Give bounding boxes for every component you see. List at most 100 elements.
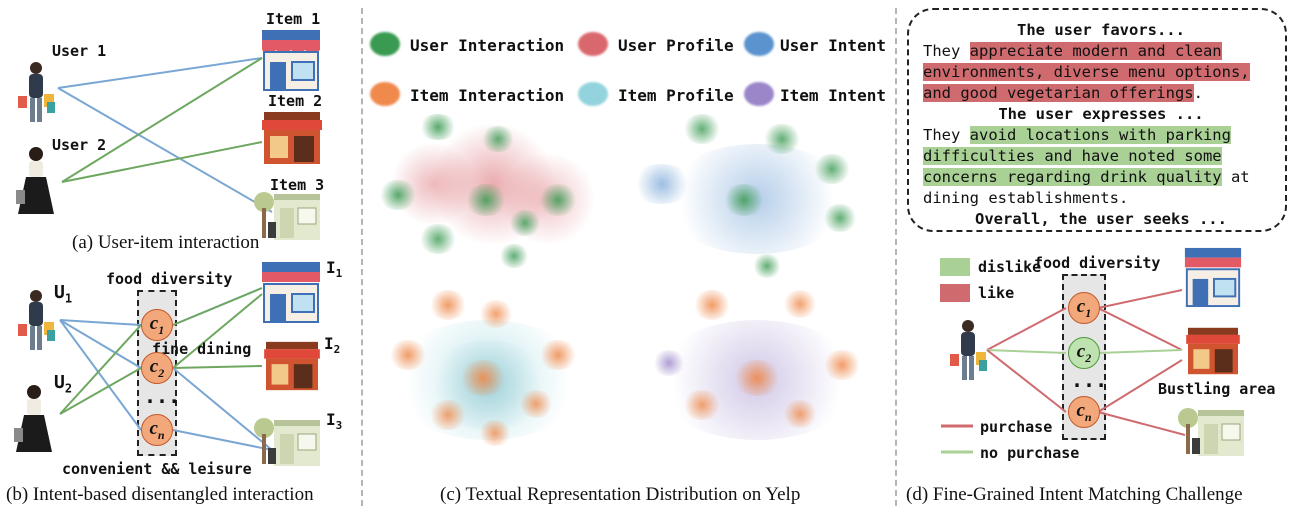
bubble-favors-text: They appreciate modern and clean environ… bbox=[923, 41, 1279, 104]
bakery-store-icon-b bbox=[264, 341, 320, 391]
edge-c2-bakery bbox=[1097, 349, 1183, 354]
intent-node-c2-b: c2 bbox=[141, 352, 173, 384]
i2-sub: 2 bbox=[333, 343, 341, 357]
edge-cn-bakery bbox=[1097, 359, 1183, 413]
density-item-interaction-profile bbox=[368, 290, 618, 462]
node-sub: n bbox=[157, 427, 165, 442]
edge-c1-i2 bbox=[172, 287, 263, 326]
panel-b-edges bbox=[59, 287, 273, 451]
u2-sub: 2 bbox=[64, 381, 73, 396]
legend-label-like: like bbox=[978, 284, 1015, 302]
node-letter: c bbox=[149, 418, 158, 439]
bubble-heading-favors: The user favors... bbox=[1017, 21, 1185, 39]
edge-user1-item3 bbox=[57, 87, 273, 213]
bubble-expresses-line3: concerns regarding drink quality bbox=[923, 168, 1222, 186]
node-letter: c bbox=[1076, 296, 1086, 317]
node-sub: 1 bbox=[1085, 305, 1092, 320]
intent-node-c1-b: c1 bbox=[141, 309, 173, 341]
node-sub: 2 bbox=[158, 365, 165, 380]
i2-label: I2 bbox=[324, 334, 340, 356]
caption-a: (a) User-item interaction bbox=[72, 232, 260, 253]
intent-node-cn-b: cn bbox=[141, 414, 173, 446]
node-letter: c bbox=[1076, 341, 1086, 362]
node-letter: c bbox=[149, 356, 159, 377]
restaurant-store-icon-b bbox=[262, 262, 320, 323]
green-shop-icon bbox=[254, 192, 320, 240]
legend-label-user-profile: User Profile bbox=[618, 36, 734, 55]
i1-label: I1 bbox=[326, 258, 342, 280]
edge-u1-c2 bbox=[59, 319, 142, 369]
edge-user-c2 bbox=[986, 349, 1067, 354]
panel-d-edges bbox=[941, 289, 1186, 454]
i1-sub: 1 bbox=[335, 267, 343, 281]
legend-label-item-interaction: Item Interaction bbox=[410, 86, 565, 105]
preference-bubble: The user favors... They appreciate moder… bbox=[907, 8, 1287, 232]
bubble-favors-line3: and good vegetarian offerings bbox=[923, 84, 1194, 102]
panel-a-edges bbox=[57, 57, 273, 213]
woman-shopper-icon-b bbox=[14, 385, 52, 452]
i3-letter: I bbox=[326, 410, 336, 429]
item3-label: Item 3 bbox=[270, 176, 325, 194]
item1-label: Item 1 bbox=[266, 10, 321, 28]
edge-user-cn bbox=[986, 349, 1067, 413]
i2-letter: I bbox=[324, 334, 334, 353]
edge-u1-c1 bbox=[59, 319, 142, 326]
legend-dot-user-intent bbox=[744, 32, 774, 56]
legend-label-user-intent: User Intent bbox=[780, 36, 886, 55]
edge-cn-shop bbox=[1097, 411, 1186, 436]
u1-letter: U bbox=[54, 282, 65, 303]
u1-sub: 1 bbox=[64, 291, 73, 306]
green-shop-icon-b bbox=[254, 418, 320, 466]
i3-sub: 3 bbox=[335, 419, 343, 433]
caption-c: (c) Textual Representation Distribution … bbox=[440, 484, 801, 505]
edge-cn-i3 bbox=[172, 429, 273, 451]
edge-c2-i2 bbox=[172, 365, 263, 369]
bustling-area-label: Bustling area bbox=[1158, 380, 1276, 398]
i1-letter: I bbox=[326, 258, 336, 277]
bubble-suffix2: at bbox=[1221, 168, 1250, 186]
restaurant-store-icon-d bbox=[1184, 247, 1242, 308]
separator-left bbox=[361, 8, 363, 506]
legend-label-item-intent: Item Intent bbox=[780, 86, 886, 105]
intent-food-diversity-d: food diversity bbox=[1034, 254, 1161, 272]
separator-right bbox=[895, 8, 897, 506]
bubble-expresses-line2: difficulties and have noted some bbox=[923, 147, 1222, 165]
user2-label: User 2 bbox=[52, 136, 107, 154]
density-user-interaction-profile bbox=[368, 114, 618, 286]
bubble-prefix2: They bbox=[923, 126, 970, 144]
edge-user2-item1 bbox=[61, 57, 263, 183]
legend-label-dislike: dislike bbox=[978, 258, 1042, 276]
edge-c2-i3 bbox=[172, 367, 273, 451]
intent-food-diversity-b: food diversity bbox=[106, 270, 233, 288]
ellipsis-b: ... bbox=[144, 384, 181, 408]
intent-convenient-b: convenient && leisure bbox=[62, 460, 252, 478]
bubble-favors-line2: environments, diverse menu options, bbox=[923, 63, 1250, 81]
bubble-prefix1: They bbox=[923, 42, 970, 60]
edge-u2-c1 bbox=[59, 324, 142, 415]
bubble-expresses-text: They avoid locations with parking diffic… bbox=[923, 125, 1279, 209]
legend-swatch-like bbox=[940, 284, 970, 302]
intent-node-c2-d: c2 bbox=[1068, 337, 1100, 369]
bubble-heading-expresses: The user expresses ... bbox=[998, 105, 1204, 123]
legend-label-item-profile: Item Profile bbox=[618, 86, 734, 105]
node-sub: 2 bbox=[1085, 350, 1092, 365]
intent-node-c1-d: c1 bbox=[1068, 292, 1100, 324]
bakery-store-icon-d bbox=[1186, 327, 1240, 375]
edge-user1-item1 bbox=[57, 57, 263, 89]
green-shop-icon-d bbox=[1178, 408, 1244, 456]
legend-dot-item-interaction bbox=[370, 82, 400, 106]
edge-user-c1 bbox=[986, 307, 1067, 351]
edge-c1-bakery bbox=[1097, 307, 1183, 351]
edge-c2-i1 bbox=[172, 293, 263, 369]
u2-label: U2 bbox=[54, 372, 72, 396]
legend-dot-user-interaction bbox=[370, 32, 400, 56]
caption-d: (d) Fine-Grained Intent Matching Challen… bbox=[906, 484, 1243, 505]
node-sub: n bbox=[1084, 409, 1092, 424]
node-letter: c bbox=[149, 313, 159, 334]
legend-dot-item-profile bbox=[578, 82, 608, 106]
edge-u1-cn bbox=[59, 319, 142, 431]
woman-shopper-icon bbox=[16, 147, 54, 214]
ellipsis-d: ... bbox=[1071, 368, 1108, 392]
density-user-intent bbox=[622, 114, 892, 286]
caption-b: (b) Intent-based disentangled interactio… bbox=[6, 484, 314, 505]
